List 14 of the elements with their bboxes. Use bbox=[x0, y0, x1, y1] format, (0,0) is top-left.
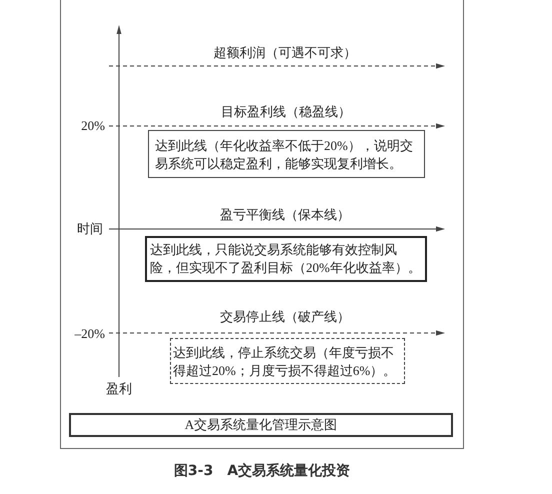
line-label: 盈亏平衡线（保本线） bbox=[220, 207, 350, 223]
axis-label: 时间 bbox=[77, 221, 103, 237]
line-label: 超额利润（可遇不可求） bbox=[214, 45, 356, 61]
axis-label: –20% bbox=[74, 326, 105, 342]
figure-frame bbox=[60, 0, 464, 449]
axis-label: 盈利 bbox=[106, 381, 132, 397]
line-label: 目标盈利线（稳盈线） bbox=[221, 104, 351, 120]
figure-caption: 图3-3 A交易系统量化投资 bbox=[174, 462, 350, 480]
diagram-title-box: A交易系统量化管理示意图 bbox=[69, 413, 453, 437]
line-label: 交易停止线（破产线） bbox=[220, 309, 350, 325]
axis-label: 20% bbox=[81, 118, 105, 134]
note-box: 达到此线，停止系统交易（年度亏损不得超过20%；月度亏损不得超过6%）。 bbox=[170, 338, 405, 384]
note-box: 达到此线，只能说交易系统能够有效控制风险，但实现不了盈利目标（20%年化收益率）。 bbox=[145, 236, 427, 282]
note-box: 达到此线（年化收益率不低于20%），说明交易系统可以稳定盈利，能够实现复利增长。 bbox=[148, 130, 425, 178]
